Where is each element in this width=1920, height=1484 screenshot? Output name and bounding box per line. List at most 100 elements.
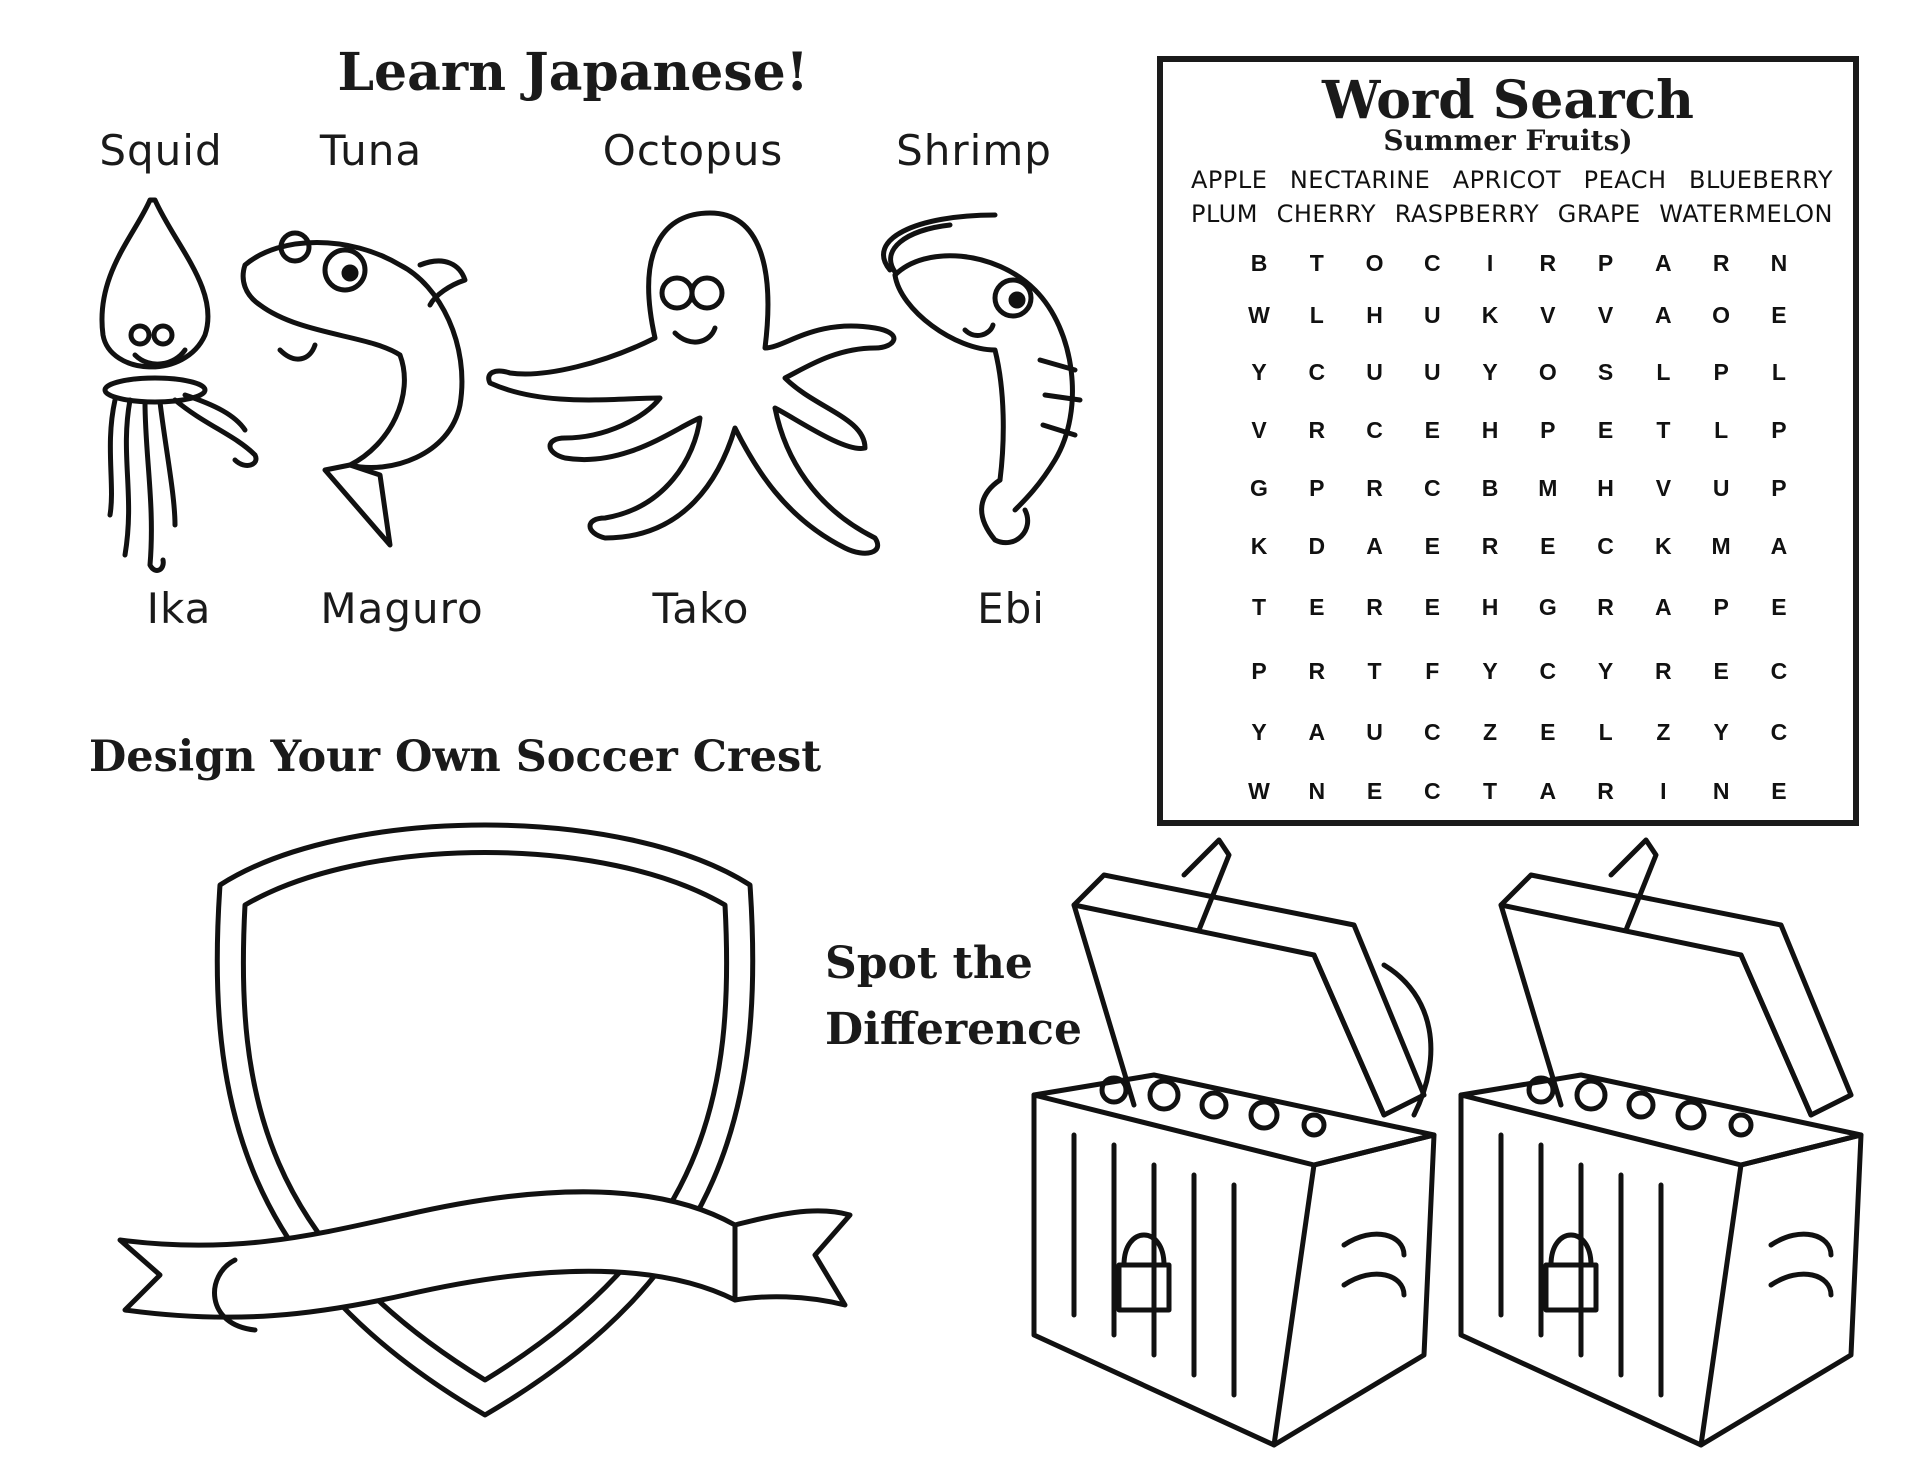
grid-letter[interactable]: U bbox=[1712, 475, 1730, 501]
grid-letter[interactable]: U bbox=[1423, 302, 1441, 328]
grid-letter[interactable]: F bbox=[1425, 658, 1440, 684]
grid-letter[interactable]: D bbox=[1308, 533, 1326, 559]
grid-letter[interactable]: N bbox=[1308, 778, 1326, 804]
grid-letter[interactable]: W bbox=[1248, 778, 1270, 804]
grid-letter[interactable]: A bbox=[1655, 594, 1672, 620]
grid-letter[interactable]: S bbox=[1597, 359, 1614, 385]
grid-letter[interactable]: O bbox=[1538, 359, 1557, 385]
grid-letter[interactable]: Z bbox=[1483, 719, 1498, 745]
grid-letter[interactable]: N bbox=[1712, 778, 1730, 804]
grid-letter[interactable]: E bbox=[1771, 302, 1787, 328]
grid-letter[interactable]: H bbox=[1597, 475, 1614, 501]
grid-letter[interactable]: T bbox=[1251, 594, 1267, 620]
grid-letter[interactable]: W bbox=[1248, 302, 1270, 328]
grid-letter[interactable]: E bbox=[1424, 594, 1440, 620]
grid-letter[interactable]: T bbox=[1309, 250, 1324, 276]
grid-letter[interactable]: C bbox=[1770, 658, 1788, 684]
grid-letter[interactable]: L bbox=[1309, 302, 1324, 328]
grid-letter[interactable]: E bbox=[1597, 417, 1614, 443]
grid-letter[interactable]: K bbox=[1481, 302, 1499, 328]
grid-letter[interactable]: V bbox=[1251, 417, 1267, 443]
grid-letter[interactable]: I bbox=[1486, 250, 1494, 276]
grid-letter[interactable]: A bbox=[1655, 302, 1672, 328]
grid-letter[interactable]: I bbox=[1660, 778, 1667, 804]
grid-letter[interactable]: A bbox=[1308, 719, 1326, 745]
grid-letter[interactable]: U bbox=[1366, 359, 1383, 385]
grid-letter[interactable]: R bbox=[1597, 778, 1614, 804]
grid-letter[interactable]: L bbox=[1598, 719, 1613, 745]
grid-letter[interactable]: Z bbox=[1656, 719, 1671, 745]
grid-letter[interactable]: B bbox=[1250, 250, 1268, 276]
grid-letter[interactable]: R bbox=[1655, 658, 1672, 684]
grid-letter[interactable]: H bbox=[1481, 417, 1499, 443]
grid-letter[interactable]: N bbox=[1770, 250, 1788, 276]
grid-letter[interactable]: A bbox=[1655, 250, 1672, 276]
grid-letter[interactable]: P bbox=[1597, 250, 1614, 276]
grid-letter[interactable]: P bbox=[1251, 658, 1267, 684]
grid-letter[interactable]: L bbox=[1771, 359, 1786, 385]
grid-letter[interactable]: E bbox=[1424, 417, 1440, 443]
grid-letter[interactable]: Y bbox=[1251, 719, 1267, 745]
grid-letter[interactable]: M bbox=[1538, 475, 1558, 501]
grid-letter[interactable]: K bbox=[1250, 533, 1268, 559]
grid-letter[interactable]: E bbox=[1771, 594, 1787, 620]
grid-letter[interactable]: P bbox=[1771, 417, 1787, 443]
grid-letter[interactable]: E bbox=[1540, 533, 1556, 559]
grid-letter[interactable]: U bbox=[1366, 719, 1383, 745]
grid-letter[interactable]: R bbox=[1308, 658, 1326, 684]
grid-letter[interactable]: P bbox=[1713, 359, 1729, 385]
grid-letter[interactable]: E bbox=[1771, 778, 1787, 804]
grid-letter[interactable]: O bbox=[1365, 250, 1384, 276]
grid-letter[interactable]: R bbox=[1308, 417, 1326, 443]
grid-letter[interactable]: C bbox=[1423, 778, 1441, 804]
grid-letter[interactable]: A bbox=[1366, 533, 1383, 559]
grid-letter[interactable]: E bbox=[1309, 594, 1325, 620]
grid-letter[interactable]: A bbox=[1539, 778, 1557, 804]
grid-letter[interactable]: P bbox=[1309, 475, 1325, 501]
grid-letter[interactable]: C bbox=[1423, 475, 1441, 501]
grid-letter[interactable]: C bbox=[1308, 359, 1326, 385]
grid-letter[interactable]: E bbox=[1424, 533, 1440, 559]
grid-letter[interactable]: K bbox=[1655, 533, 1672, 559]
grid-letter[interactable]: E bbox=[1713, 658, 1729, 684]
grid-letter[interactable]: L bbox=[1656, 359, 1671, 385]
grid-letter[interactable]: L bbox=[1714, 417, 1729, 443]
grid-letter[interactable]: Y bbox=[1482, 359, 1498, 385]
grid-letter[interactable]: R bbox=[1597, 594, 1614, 620]
grid-letter[interactable]: C bbox=[1597, 533, 1614, 559]
grid-letter[interactable]: H bbox=[1366, 302, 1383, 328]
grid-letter[interactable]: V bbox=[1540, 302, 1556, 328]
grid-letter[interactable]: E bbox=[1540, 719, 1556, 745]
grid-letter[interactable]: C bbox=[1366, 417, 1383, 443]
grid-letter[interactable]: P bbox=[1771, 475, 1787, 501]
grid-letter[interactable]: Y bbox=[1251, 359, 1267, 385]
grid-letter[interactable]: A bbox=[1770, 533, 1788, 559]
grid-letter[interactable]: O bbox=[1712, 302, 1731, 328]
grid-letter[interactable]: T bbox=[1367, 658, 1382, 684]
grid-letter[interactable]: T bbox=[1483, 778, 1498, 804]
grid-letter[interactable]: E bbox=[1366, 778, 1383, 804]
grid-letter[interactable]: P bbox=[1540, 417, 1556, 443]
grid-letter[interactable]: G bbox=[1538, 594, 1557, 620]
grid-letter[interactable]: T bbox=[1656, 417, 1671, 443]
grid-letter[interactable]: G bbox=[1250, 475, 1268, 501]
grid-letter[interactable]: C bbox=[1423, 719, 1441, 745]
grid-letter[interactable]: U bbox=[1423, 359, 1441, 385]
grid-letter[interactable]: R bbox=[1366, 475, 1383, 501]
grid-letter[interactable]: H bbox=[1481, 594, 1499, 620]
grid-letter[interactable]: R bbox=[1712, 250, 1730, 276]
grid-letter[interactable]: Y bbox=[1597, 658, 1614, 684]
grid-letter[interactable]: V bbox=[1655, 475, 1672, 501]
grid-letter[interactable]: Y bbox=[1482, 658, 1498, 684]
grid-letter[interactable]: Y bbox=[1713, 719, 1729, 745]
grid-letter[interactable]: C bbox=[1539, 658, 1557, 684]
grid-letter[interactable]: M bbox=[1711, 533, 1731, 559]
grid-letter[interactable]: V bbox=[1597, 302, 1614, 328]
grid-letter[interactable]: C bbox=[1423, 250, 1441, 276]
grid-letter[interactable]: C bbox=[1770, 719, 1788, 745]
grid-letter[interactable]: P bbox=[1713, 594, 1729, 620]
grid-letter[interactable]: R bbox=[1481, 533, 1499, 559]
grid-letter[interactable]: R bbox=[1539, 250, 1557, 276]
grid-letter[interactable]: R bbox=[1366, 594, 1383, 620]
grid-letter[interactable]: B bbox=[1481, 475, 1499, 501]
